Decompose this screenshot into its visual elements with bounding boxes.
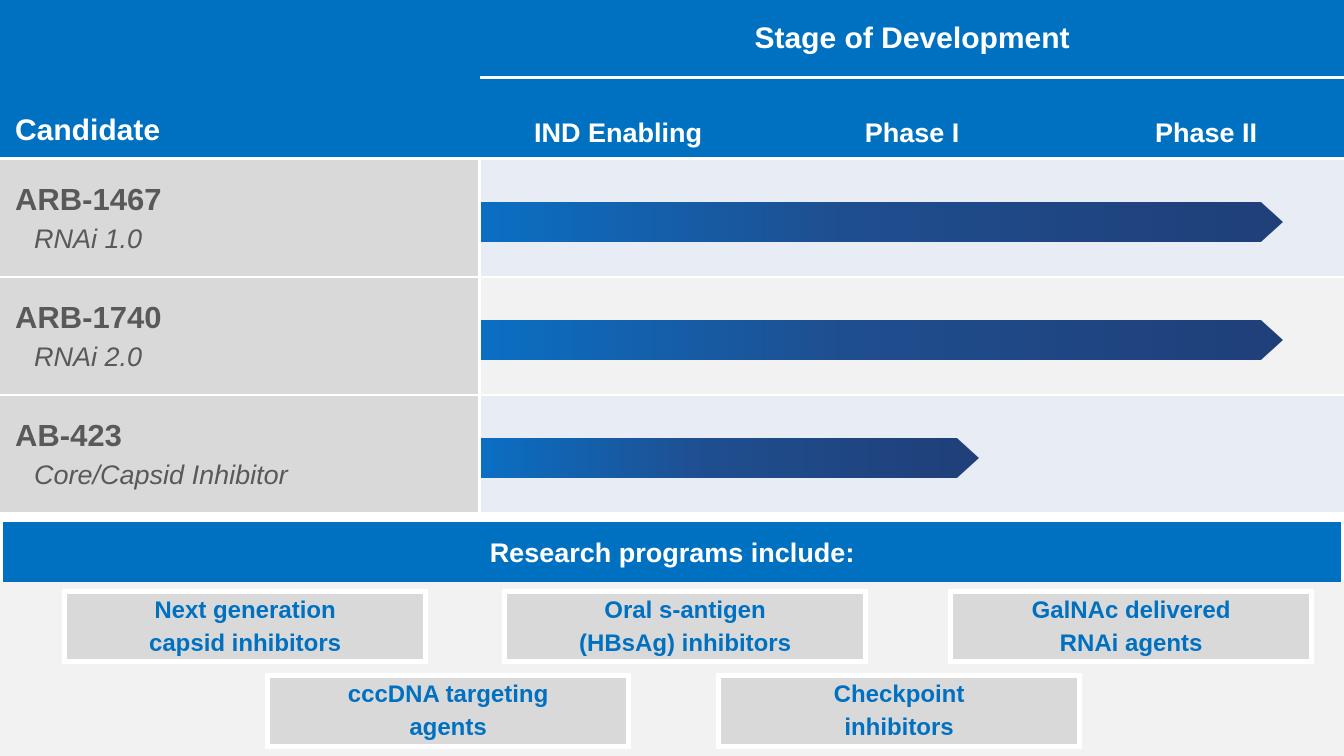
pipeline-header: Stage of Development Candidate IND Enabl… [0, 0, 1344, 157]
program-cccdna-targeting: cccDNA targeting agents [265, 673, 631, 749]
candidate-name: AB-423 [15, 418, 122, 453]
program-galnac-rnai: GalNAc delivered RNAi agents [948, 589, 1314, 664]
candidate-type: RNAi 1.0 [34, 224, 143, 254]
candidate-column-header: Candidate [15, 114, 161, 147]
stage-of-development-title: Stage of Development [754, 22, 1070, 55]
program-checkpoint-inhibitors: Checkpoint inhibitors [716, 673, 1082, 749]
stage-divider [480, 76, 1344, 79]
candidate-row-arb-1740: ARB-1740 RNAi 2.0 [0, 278, 478, 394]
candidate-name: ARB-1740 [15, 300, 162, 335]
candidate-row-arb-1467: ARB-1467 RNAi 1.0 [0, 160, 478, 276]
progress-track-arb-1467 [481, 160, 1344, 276]
program-hbsag-inhibitors: Oral s-antigen (HBsAg) inhibitors [502, 589, 868, 664]
candidate-type: RNAi 2.0 [34, 342, 143, 372]
progress-bar-arb-1467 [481, 202, 1283, 242]
candidate-row-ab-423: AB-423 Core/Capsid Inhibitor [0, 396, 478, 512]
progress-track-arb-1740 [481, 278, 1344, 394]
candidate-name: ARB-1467 [15, 182, 162, 217]
candidate-type: Core/Capsid Inhibitor [34, 460, 288, 490]
phase-i: Phase I [864, 118, 960, 148]
progress-bar-arb-1740 [481, 320, 1283, 360]
progress-track-ab-423 [481, 396, 1344, 512]
progress-bar-ab-423 [481, 438, 979, 478]
research-programs-title: Research programs include: [3, 522, 1341, 582]
phase-ind-enabling: IND Enabling [534, 118, 702, 148]
program-capsid-inhibitors: Next generation capsid inhibitors [62, 589, 428, 664]
phase-ii: Phase II [1154, 118, 1258, 148]
